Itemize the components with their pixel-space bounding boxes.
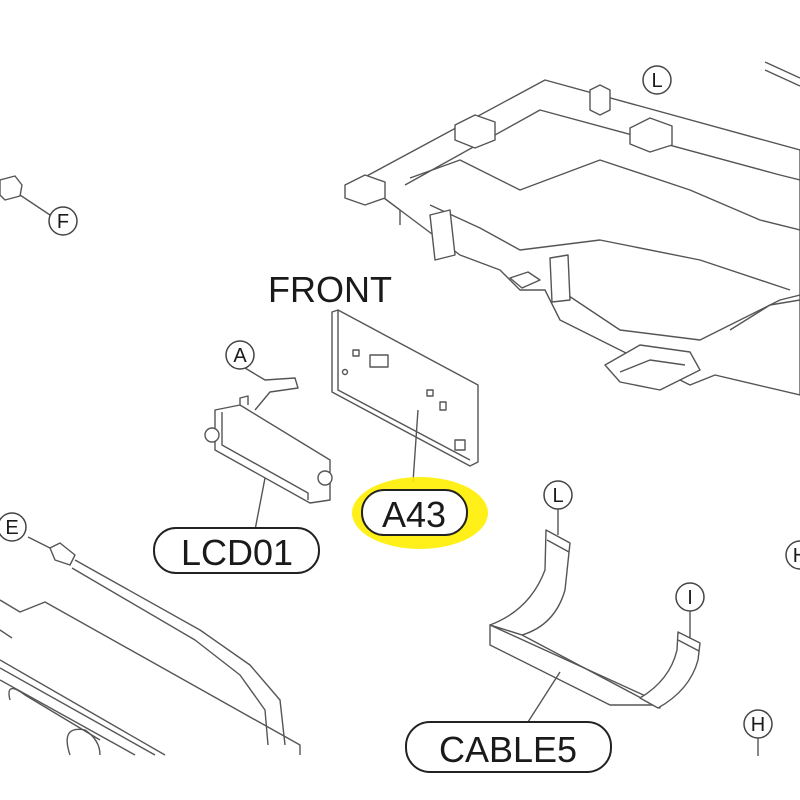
cable5: L I CABLE5: [405, 480, 705, 773]
lcd01-module: A LCD01: [153, 340, 333, 574]
callout-label: I: [687, 587, 693, 609]
a43-label: A43: [382, 494, 446, 535]
lcd01-label: LCD01: [181, 532, 293, 573]
front-heading: FRONT: [268, 269, 392, 310]
callout-label: A: [233, 345, 247, 367]
callout-label: L: [552, 485, 563, 507]
a43-board: [331, 309, 479, 483]
callout-L-top: L: [642, 65, 672, 95]
callout-label: E: [5, 517, 18, 539]
callout-label: H: [751, 714, 765, 736]
speaker-housing: E: [0, 512, 301, 756]
a43-callout: A43: [352, 477, 488, 549]
callout-H-bottom: H: [743, 709, 773, 756]
callout-label: L: [651, 70, 662, 92]
callout-H-right: H: [785, 540, 800, 570]
chassis-frame: [344, 61, 800, 396]
cable5-label: CABLE5: [439, 729, 577, 770]
connector-part-F: F: [0, 175, 78, 236]
callout-label: H: [793, 545, 800, 567]
callout-label: F: [57, 211, 69, 233]
